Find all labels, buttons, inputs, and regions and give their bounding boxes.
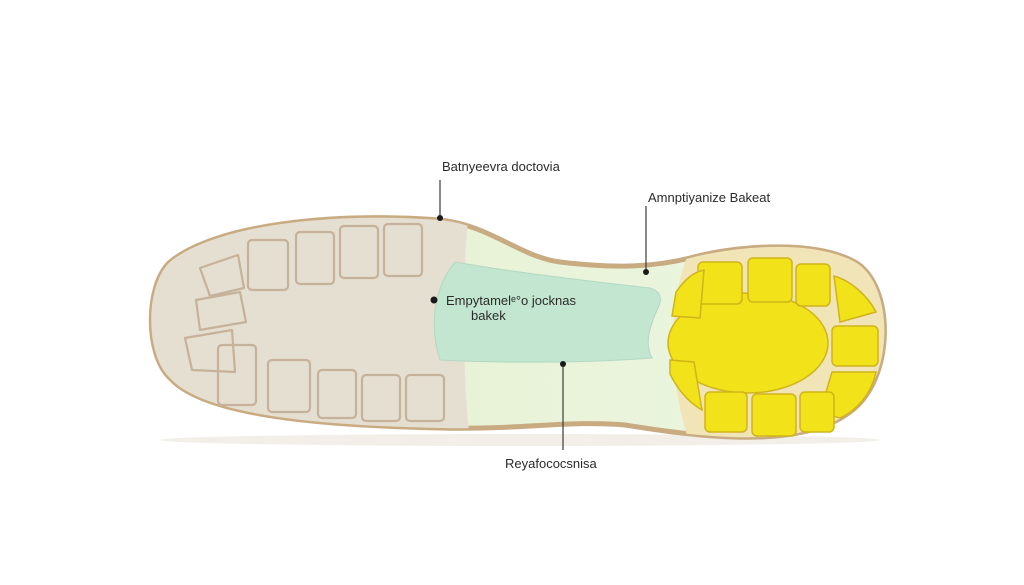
marker-dot-top — [437, 215, 443, 221]
toe-pad — [669, 359, 703, 412]
toe-pad — [831, 325, 879, 367]
heel-region — [151, 217, 470, 438]
marker-dot-right — [643, 269, 649, 275]
label-center: Empytamelᵉ°o jocknas — [446, 293, 576, 308]
marker-dot-bottom — [560, 361, 566, 367]
label-bottom: Reyafococsnisa — [505, 456, 598, 471]
heel-tread — [183, 222, 446, 423]
arch-pad — [433, 261, 661, 363]
toe-pad — [795, 263, 831, 307]
label-center-line2: bakek — [471, 308, 506, 323]
marker-dot-center — [430, 296, 438, 304]
forefoot-pads — [667, 257, 879, 437]
toe-pad — [671, 269, 705, 319]
toe-pad — [697, 261, 743, 305]
label-top: Batnyeevra doctovia — [442, 159, 561, 174]
toe-pad — [751, 393, 797, 437]
toe-pad — [799, 391, 835, 433]
toe-pad — [704, 391, 748, 433]
label-right: Amnptiyanize Bakeat — [648, 190, 771, 205]
toe-pad — [747, 257, 793, 303]
toe-pad — [833, 275, 878, 323]
